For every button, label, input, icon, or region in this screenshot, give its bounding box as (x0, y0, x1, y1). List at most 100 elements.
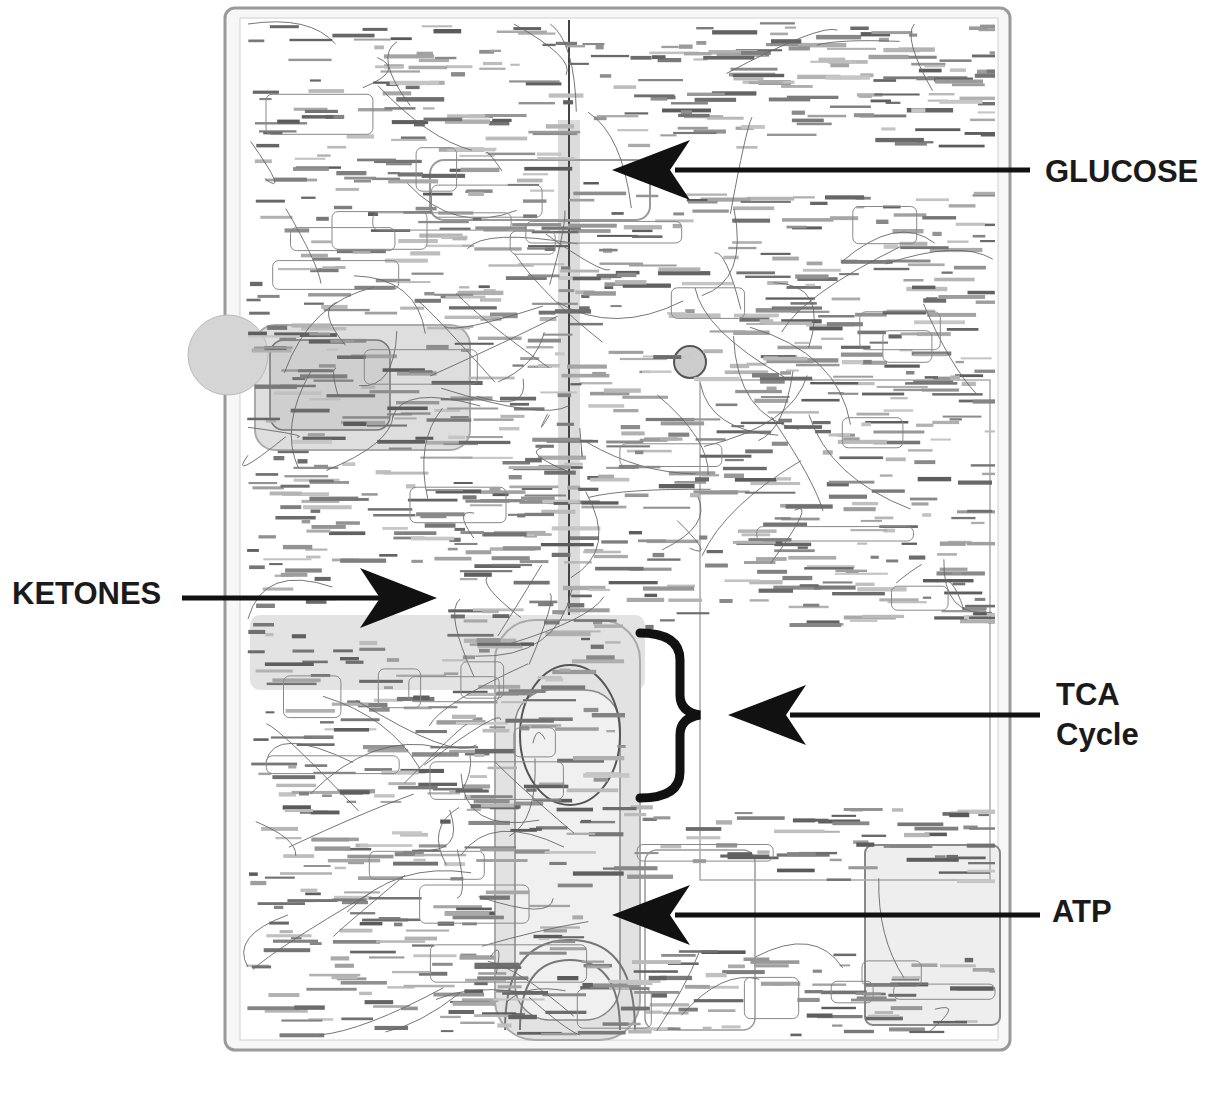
pathway-line (248, 22, 336, 44)
fine-print (486, 137, 528, 141)
fine-print (949, 813, 969, 817)
fine-print (722, 1025, 741, 1028)
fine-print (601, 540, 628, 543)
pathway-box (744, 977, 798, 1018)
fine-print (902, 543, 917, 545)
fine-print (842, 360, 863, 364)
fine-print (744, 561, 775, 564)
fine-print (311, 240, 331, 243)
fine-print (909, 1031, 944, 1033)
fine-print (309, 398, 341, 400)
fine-print (703, 349, 723, 353)
fine-print (843, 437, 860, 440)
tca-brace (640, 633, 700, 798)
pathway-line (702, 209, 737, 295)
fine-print (501, 701, 527, 703)
fine-print (537, 157, 574, 160)
fine-print (794, 342, 809, 344)
fine-print (678, 114, 710, 117)
pathway-line (702, 461, 801, 556)
fine-print (606, 445, 650, 447)
pathway-box (831, 981, 873, 1003)
fine-print (935, 855, 946, 858)
fine-print (341, 981, 387, 985)
fine-print (974, 370, 995, 373)
fine-print (486, 891, 529, 895)
fine-print (884, 409, 914, 412)
pathway-line (486, 152, 502, 171)
fine-print (915, 827, 959, 831)
pathway-line (911, 24, 933, 91)
fine-print (583, 182, 599, 185)
fine-print (731, 68, 778, 71)
fine-print (875, 1011, 894, 1014)
fine-print (830, 859, 842, 862)
fine-print (645, 594, 658, 597)
fine-print (414, 859, 426, 862)
fine-print (396, 281, 431, 283)
fine-print (757, 850, 769, 853)
fine-print (406, 930, 449, 932)
fine-print (490, 726, 506, 728)
atp-leader (675, 913, 1040, 918)
fine-print (316, 217, 329, 221)
fine-print (390, 81, 440, 85)
fine-print (456, 908, 492, 911)
fine-print (271, 736, 312, 738)
fine-print (777, 869, 815, 873)
fine-print (505, 719, 554, 723)
fine-print (341, 1018, 373, 1021)
fine-print (249, 565, 265, 569)
fine-print (960, 97, 996, 101)
fine-print (408, 499, 458, 502)
fine-print (459, 155, 495, 157)
fine-print (695, 477, 709, 481)
fine-print (475, 754, 485, 757)
fine-print (586, 655, 615, 659)
fine-print (306, 556, 320, 559)
fine-print (940, 964, 976, 967)
fine-print (795, 274, 828, 278)
fine-print (789, 46, 810, 50)
fine-print (735, 812, 753, 814)
fine-print (949, 204, 976, 207)
pathway-line (533, 733, 545, 744)
fine-print (923, 597, 931, 599)
fine-print (787, 96, 839, 99)
fine-print (267, 683, 317, 686)
fine-print (420, 457, 472, 459)
fine-print (733, 206, 774, 210)
hub-circle (674, 346, 706, 378)
fine-print (309, 333, 330, 336)
fine-print (319, 364, 336, 367)
fine-print (462, 245, 474, 247)
pathway-line (588, 112, 631, 208)
fine-print (950, 986, 993, 990)
fine-print (573, 277, 601, 281)
fine-print (940, 542, 966, 546)
fine-print (481, 490, 526, 494)
fine-print (249, 312, 270, 315)
fine-print (374, 46, 384, 50)
pathway-box (430, 762, 563, 800)
pathway-line (392, 397, 480, 418)
fine-print (875, 517, 894, 520)
fine-print (788, 556, 836, 560)
fine-print (732, 241, 762, 244)
fine-print (603, 1022, 629, 1025)
fine-print (477, 638, 501, 643)
fine-print (584, 708, 599, 712)
fine-print (340, 657, 359, 660)
fine-print (974, 192, 995, 195)
pathway-line (418, 301, 495, 383)
fine-print (490, 50, 501, 52)
fine-print (569, 199, 594, 202)
pathway-line (334, 368, 339, 397)
fine-print (536, 445, 554, 448)
fine-print (557, 423, 574, 426)
right-panel (700, 380, 990, 880)
fine-print (628, 144, 650, 147)
fine-print (269, 563, 283, 565)
fine-print (519, 102, 555, 104)
fine-print (609, 581, 658, 584)
